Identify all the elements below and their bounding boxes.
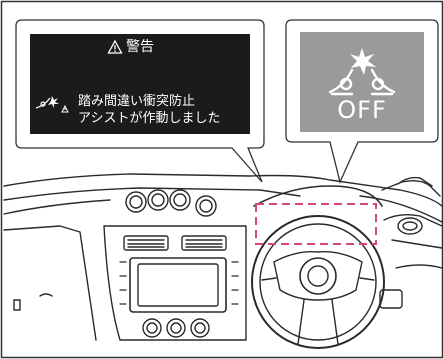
dashboard [3,173,443,349]
message-callout [15,19,265,183]
message-screen [30,34,250,134]
message-title: 警告 [126,39,154,55]
dash-top-line [3,173,443,207]
display-highlight [255,203,377,245]
warning-triangle-icon [107,39,123,54]
collision-assist-icon [35,96,69,113]
left-vents [125,189,217,217]
collision-assist-off-icon [328,48,396,96]
message-line-1: 踏み間違い衝突防止 [78,94,196,109]
off-label: OFF [337,96,387,124]
message-line-2: アシストが作動しました [78,111,221,126]
